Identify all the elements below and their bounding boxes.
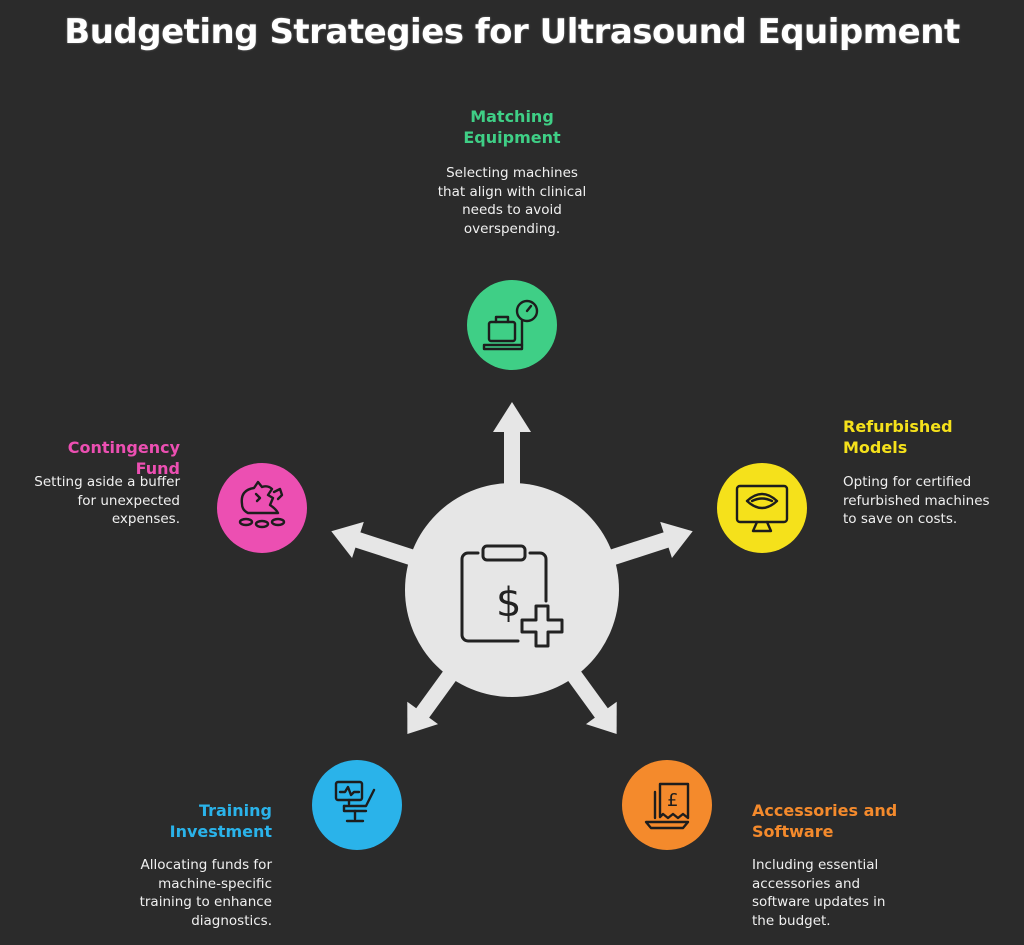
ultrasound-monitor-icon <box>735 484 789 533</box>
exam-chair-monitor-icon <box>334 780 376 823</box>
luggage-scale-icon <box>482 299 539 351</box>
refurbished-heading: Refurbished Models <box>843 417 953 457</box>
node-accessories: £ <box>622 760 712 850</box>
node-contingency <box>217 463 307 553</box>
matching-heading: Matching Equipment <box>463 107 561 147</box>
accessories-heading: Accessories and Software <box>752 801 898 841</box>
matching-description: Selecting machines that align with clini… <box>437 165 587 237</box>
node-refurbished <box>717 463 807 553</box>
training-heading: Training Investment <box>169 801 272 841</box>
refurbished-description: Opting for certified refurbished machine… <box>843 474 990 527</box>
page-title: Budgeting Strategies for Ultrasound Equi… <box>64 12 960 52</box>
training-description: Allocating funds for machine-specific tr… <box>139 857 272 929</box>
contingency-description: Setting aside a buffer for unexpected ex… <box>34 474 180 527</box>
accessories-description: Including essential accessories and soft… <box>752 857 886 929</box>
svg-text:$: $ <box>496 580 521 626</box>
contingency-heading: Contingency Fund <box>67 438 180 478</box>
clipboard-dollar-plus-icon: $ <box>460 544 564 648</box>
broken-piggy-bank-icon <box>238 480 286 529</box>
node-training <box>312 760 402 850</box>
svg-text:£: £ <box>667 790 678 811</box>
hub: $ <box>405 483 619 697</box>
pound-receipt-laptop-icon: £ <box>644 782 690 830</box>
node-matching <box>467 280 557 370</box>
